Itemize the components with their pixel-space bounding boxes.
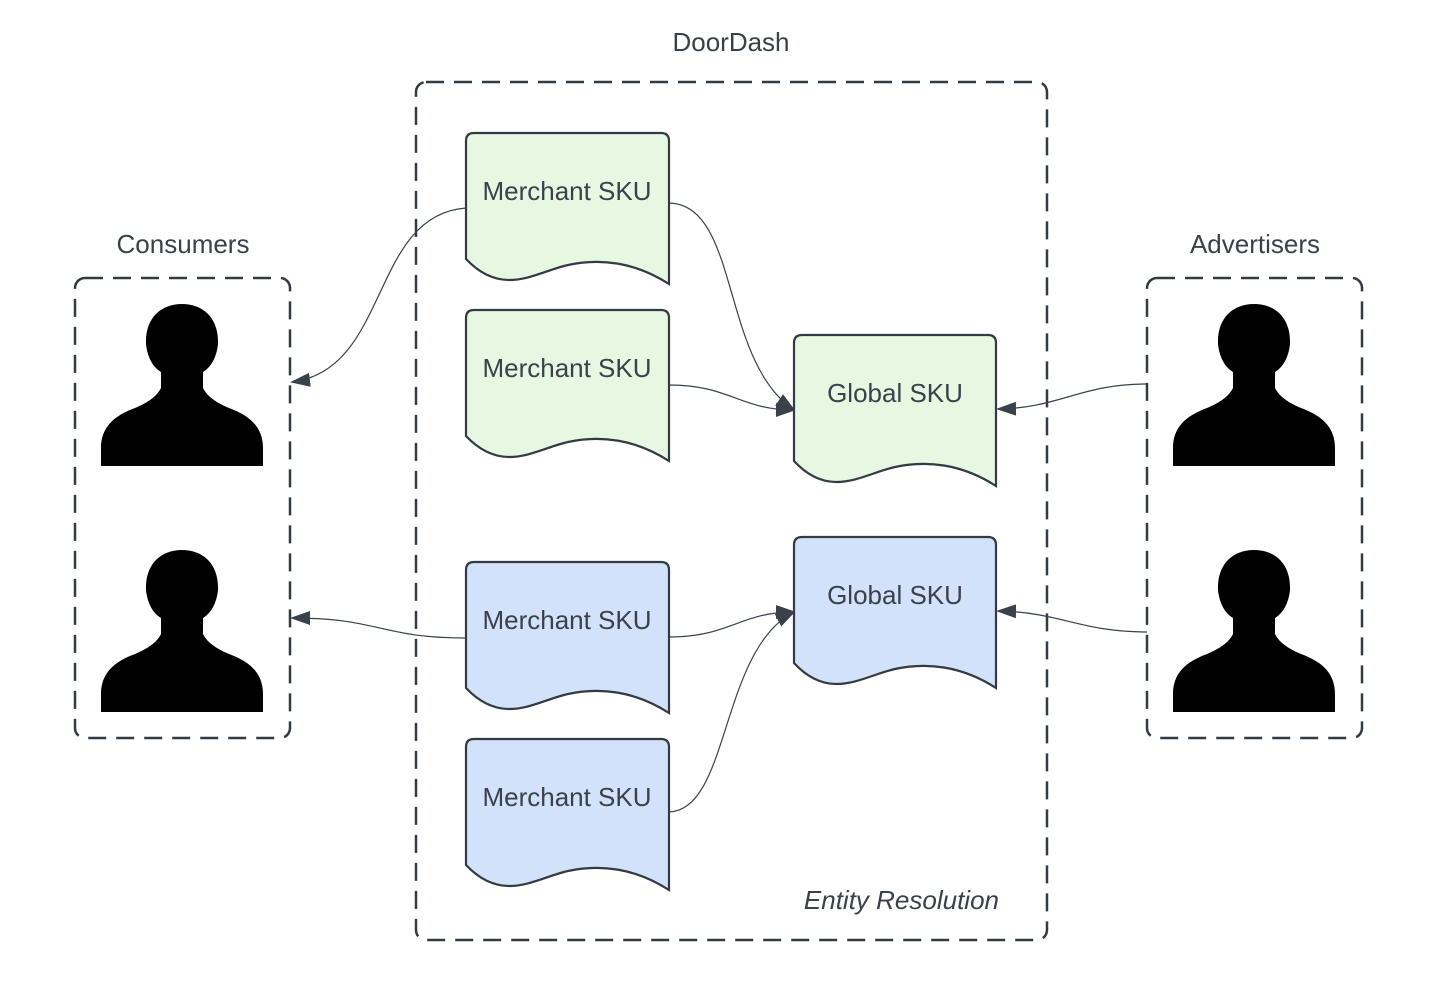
consumer-1-person-icon [101, 304, 263, 466]
advertiser-2-person-icon [1173, 550, 1335, 712]
merchant-sku-2-label: Merchant SKU [482, 353, 651, 383]
consumers-container [73, 276, 292, 740]
connector-merchant-sku-4-to-global-sku-2 [668, 611, 796, 813]
merchant-sku-document-3: Merchant SKU [464, 560, 671, 716]
advertisers-title: Advertisers [1190, 229, 1320, 259]
consumers-title: Consumers [117, 229, 250, 259]
connector-advertiser-2-to-global-sku-2 [996, 604, 1148, 633]
connector-merchant-sku-1-to-global-sku-1 [668, 202, 796, 412]
connector-advertiser-1-to-global-sku-1 [996, 383, 1148, 416]
merchant-sku-1-shape [464, 131, 671, 287]
global-sku-1-label: Global SKU [827, 378, 963, 408]
merchant-sku-document-1: Merchant SKU [464, 131, 671, 287]
global-sku-2-label: Global SKU [827, 580, 963, 610]
merchant-sku-3-label: Merchant SKU [482, 605, 651, 635]
merchant-sku-4-label: Merchant SKU [482, 782, 651, 812]
advertisers-container [1145, 276, 1364, 740]
connector-merchant-sku-3-to-consumers [290, 611, 467, 639]
global-sku-1-shape [792, 333, 998, 489]
connector-merchant-sku-3-to-global-sku-2 [668, 605, 796, 638]
merchant-sku-1-label: Merchant SKU [482, 176, 651, 206]
merchant-sku-document-4: Merchant SKU [464, 737, 671, 893]
connector-merchant-sku-2-to-global-sku-1 [668, 384, 796, 417]
global-sku-2-shape [792, 535, 998, 691]
merchant-sku-document-2: Merchant SKU [464, 308, 671, 464]
merchant-sku-4-shape [464, 737, 671, 893]
global-sku-document-2: Global SKU [792, 535, 998, 691]
connector-merchant-sku-1-to-consumers [290, 207, 467, 387]
merchant-sku-2-shape [464, 308, 671, 464]
consumer-2-person-icon [101, 550, 263, 712]
doordash-title: DoorDash [672, 27, 789, 57]
advertiser-1-person-icon [1173, 304, 1335, 466]
entity-resolution-caption: Entity Resolution [804, 885, 999, 915]
merchant-sku-3-shape [464, 560, 671, 716]
global-sku-document-1: Global SKU [792, 333, 998, 489]
doordash-container [414, 80, 1049, 942]
